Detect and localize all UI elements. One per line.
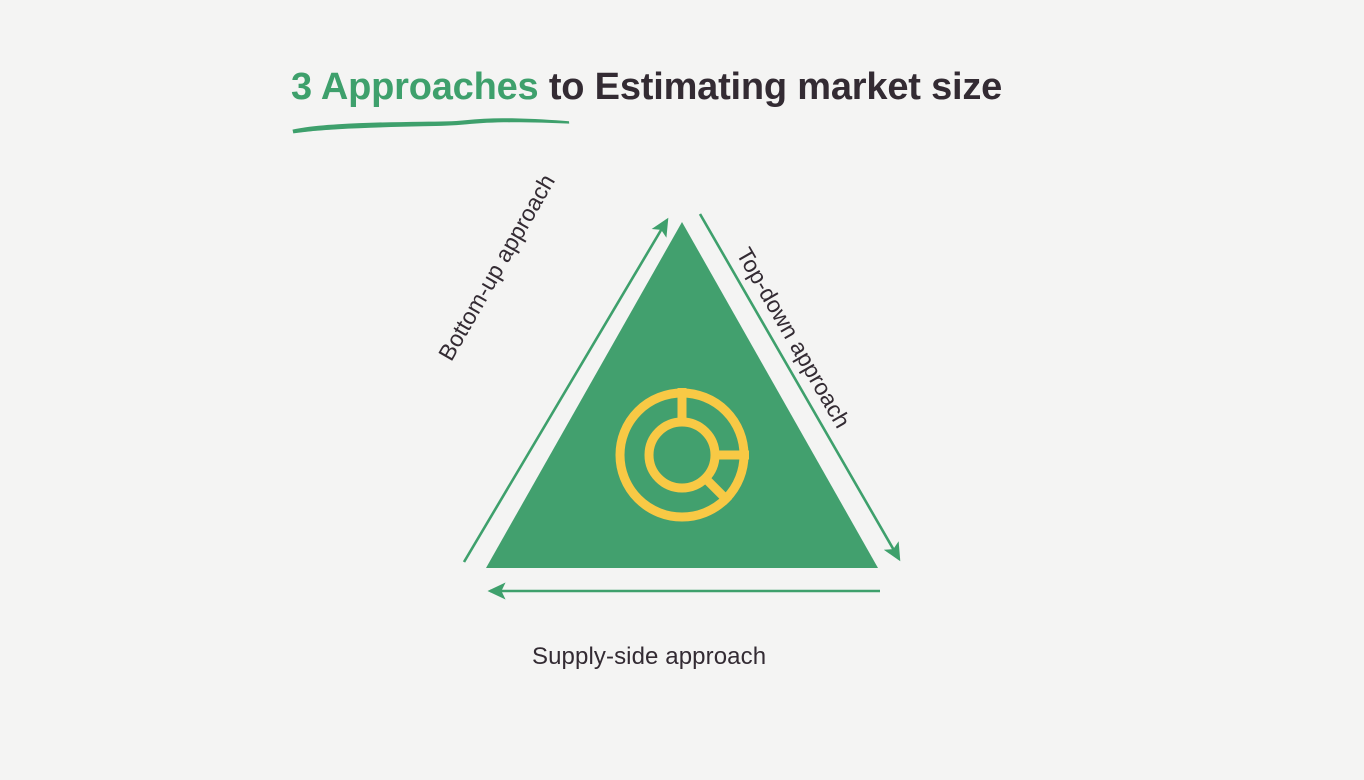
donut-chart-icon (615, 388, 749, 522)
bottom-up-arrow (462, 217, 669, 563)
edge-label-supply-side: Supply-side approach (532, 643, 767, 670)
donut-spoke-lower-right (704, 477, 733, 506)
title-accent-text: 3 Approaches (291, 66, 539, 108)
top-down-arrow (698, 213, 901, 562)
title-text: 3 Approaches to Estimating market size (291, 64, 1002, 110)
title-rest-text: to Estimating market size (538, 66, 1003, 108)
donut-inner-ring (644, 417, 720, 493)
